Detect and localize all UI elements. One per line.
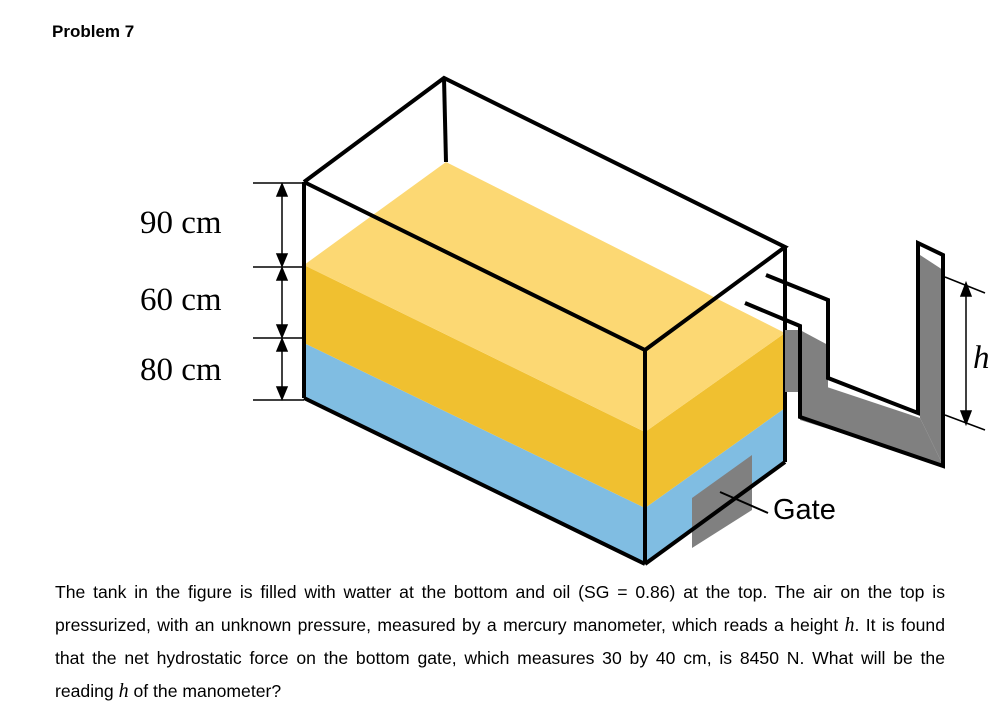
mercury-bottom-fill [800, 330, 828, 392]
mercury-left-fill [785, 330, 800, 392]
dimension-arrows [253, 182, 304, 401]
oil-top-surface [304, 162, 785, 432]
water-front-face [304, 343, 645, 564]
dimension-label-80: 80 cm [140, 352, 222, 388]
gate-leader-line [719, 491, 769, 514]
problem-statement: The tank in the figure is filled with wa… [55, 576, 945, 708]
mercury-u-bottom [800, 378, 943, 465]
variable-h: h [844, 614, 855, 636]
dimension-label-90: 90 cm [140, 205, 222, 241]
manometer-tube [744, 239, 945, 469]
manometer-h-dimension [944, 276, 986, 431]
oil-front-face [304, 265, 645, 508]
problem-text-part-3: of the manometer? [128, 681, 282, 701]
gate-label: Gate [773, 494, 836, 526]
manometer-h-label: h [973, 340, 990, 376]
tank-figure [253, 75, 986, 566]
oil-right-face [645, 333, 785, 508]
problem-text-part-1: The tank in the figure is filled with wa… [55, 582, 945, 635]
tank-outline [302, 75, 789, 566]
gate [692, 455, 752, 548]
variable-h: h [118, 680, 129, 702]
mercury-right-fill [920, 255, 943, 465]
problem-text-part-2: . It is found that the net hydrostatic f… [55, 615, 945, 701]
problem-title: Problem 7 [52, 22, 135, 41]
dimension-label-60: 60 cm [140, 282, 222, 318]
